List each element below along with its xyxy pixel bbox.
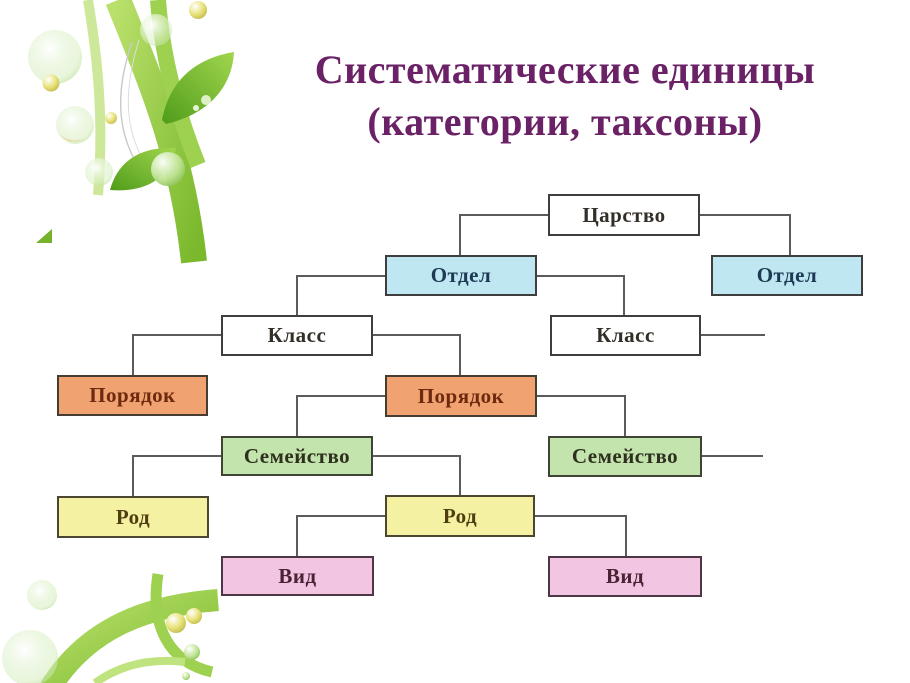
node-otdel-left: Отдел (385, 255, 537, 296)
node-rod-left: Род (57, 496, 209, 538)
node-rod-mid: Род (385, 495, 535, 537)
node-otdel-right: Отдел (711, 255, 863, 296)
node-vid-right: Вид (548, 556, 702, 597)
node-semeystvo-right: Семейство (548, 436, 702, 477)
slide-title-line2: (категории, таксоны) (367, 99, 763, 144)
node-klass-right: Класс (550, 315, 701, 356)
node-poryadok-mid: Порядок (385, 375, 537, 417)
slide-title: Систематические единицы (категории, такс… (220, 44, 910, 148)
node-poryadok-left: Порядок (57, 375, 208, 416)
node-semeystvo-mid: Семейство (221, 436, 373, 476)
slide-title-line1: Систематические единицы (314, 47, 816, 92)
node-klass-left: Класс (221, 315, 373, 356)
node-tsarstvo: Царство (548, 194, 700, 236)
node-vid-mid: Вид (221, 556, 374, 596)
